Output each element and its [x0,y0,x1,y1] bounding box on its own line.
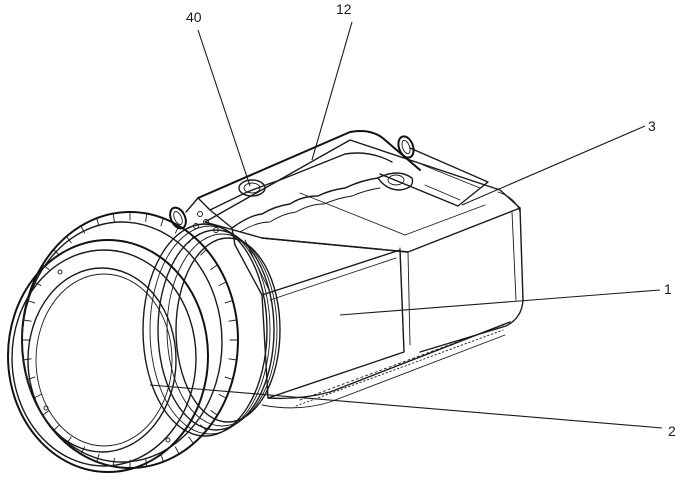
knurl-ridge [145,213,148,222]
leader-lines [149,21,663,429]
knurl-ridge [26,299,36,304]
knurl-ridge [66,436,72,445]
knurl-ridge [188,436,194,445]
knurl-ridge [200,424,207,431]
knurl-ridge [218,394,227,399]
body-housing [204,139,524,409]
knurl-ridge [174,446,180,455]
knurl-ridge [210,264,218,270]
knurl-ridge [228,358,238,361]
knurl-ridge [22,358,32,361]
knurl-ridge [228,319,238,322]
label-3: 3 [648,118,656,134]
knurl-ridge [96,217,100,227]
knurl-ridge [66,235,72,244]
knurl-ridge [42,264,50,270]
knurl-ridge [200,249,207,256]
handle [185,130,421,246]
knurl-ridge [188,235,194,244]
knurl-ridge [224,299,234,304]
knurl-ridge [112,213,115,222]
leader-3 [461,125,646,206]
leader-2 [149,384,663,429]
knurl-ridge [42,410,50,416]
label-12: 12 [336,1,352,17]
knurl-ridge [80,446,86,455]
knurl-ridge [53,424,60,431]
knurl-ridge [26,376,36,381]
knurl-ridge [33,394,42,399]
label-40: 40 [186,9,202,25]
top-panel [379,147,489,207]
knurl-ridge [218,281,227,286]
bezel-ring [21,211,239,469]
leader-12 [311,21,353,161]
label-1: 1 [664,281,672,297]
button [238,179,266,197]
knurl-ridge [174,225,180,234]
knurl-ridge [96,453,100,463]
thread-collar [142,223,281,437]
leader-40 [197,29,251,187]
knurl-ridge [80,225,86,234]
label-2: 2 [668,423,676,439]
rear-lanyard-ring [397,135,415,159]
knurl-ridge [224,376,234,381]
lens [7,239,209,473]
knurl-ridge [160,217,164,227]
knurl-ridge [22,319,32,322]
leader-1 [339,289,661,316]
knurl-ridge [210,410,218,416]
